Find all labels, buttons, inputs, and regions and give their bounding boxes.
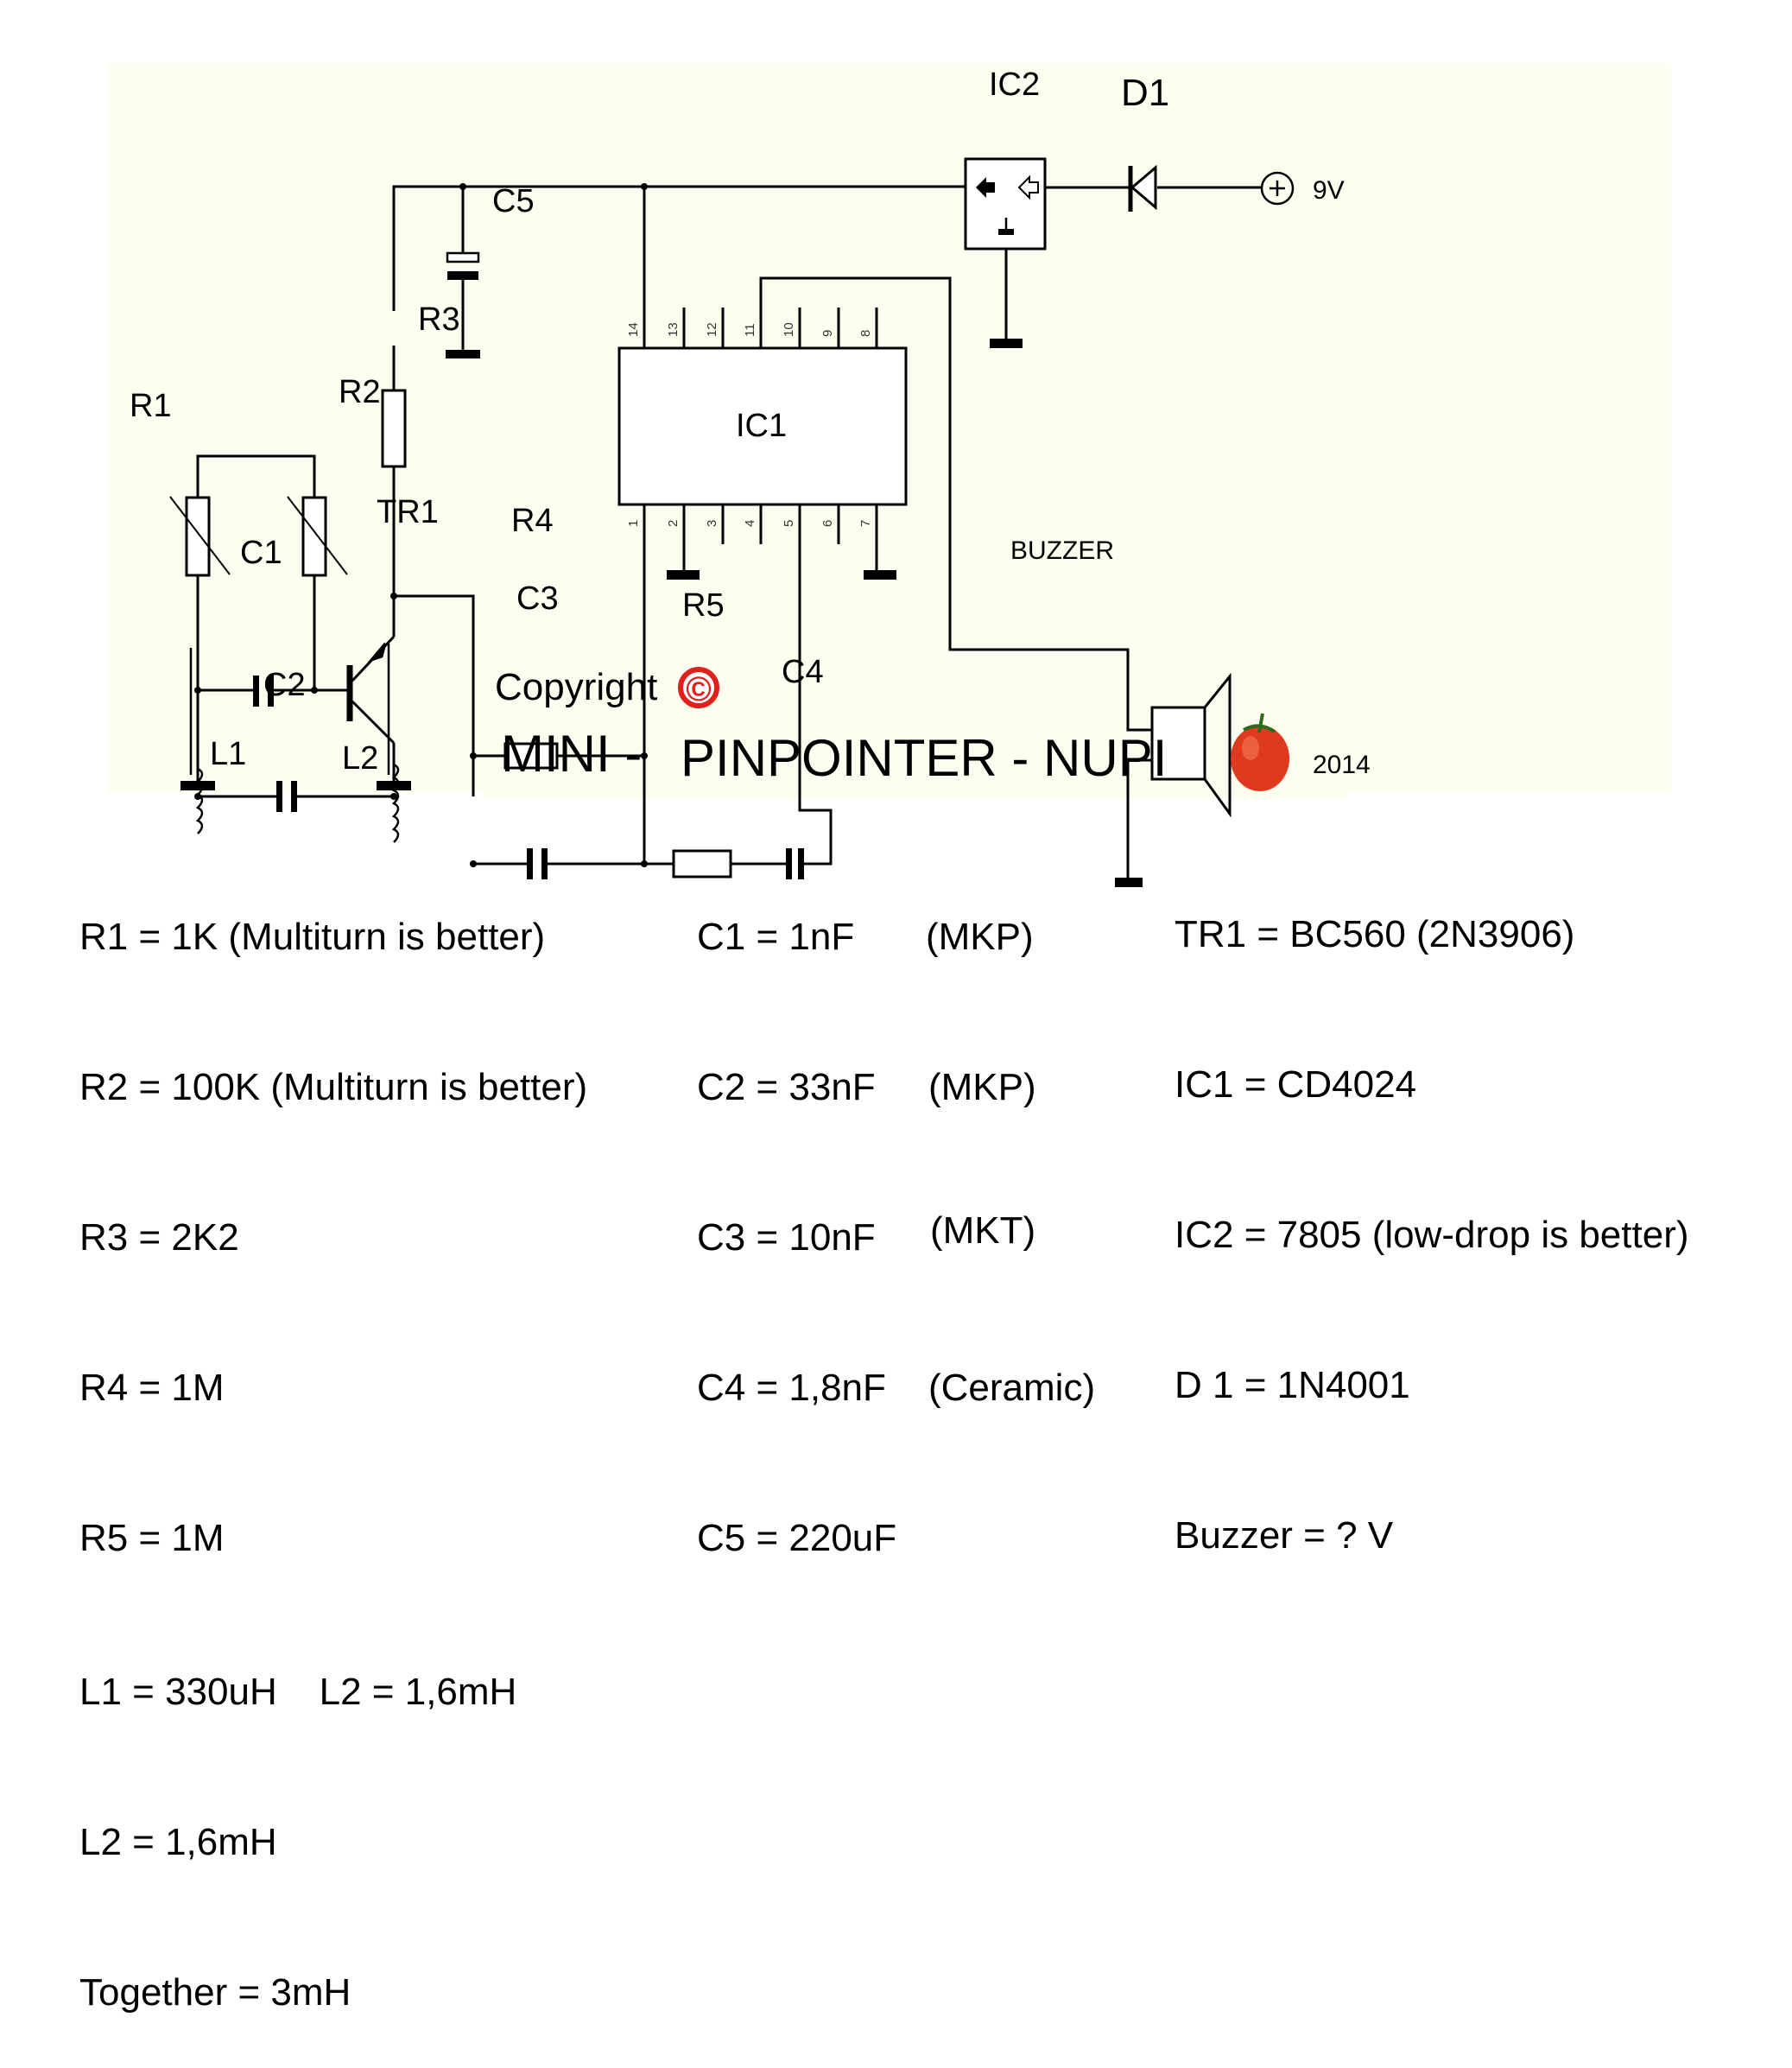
capacitor-c3 bbox=[527, 848, 548, 879]
label-r3: R3 bbox=[418, 301, 460, 338]
ic1-pin-number: 7 bbox=[858, 520, 873, 527]
label-r1: R1 bbox=[130, 388, 172, 424]
label-c4: C4 bbox=[782, 654, 824, 690]
ic1-pin-number: 11 bbox=[743, 323, 757, 337]
parts-line: C3 = 10nF(MKT) bbox=[697, 1209, 1036, 1259]
parts-line: L2 = 1,6mH bbox=[79, 1821, 277, 1863]
parts-line: C4 = 1,8nF(Ceramic) bbox=[697, 1367, 1096, 1409]
capacitor-c4 bbox=[786, 848, 804, 879]
resistor-r1 bbox=[185, 496, 211, 577]
capacitor-c2 bbox=[276, 781, 297, 812]
resistor-r4 bbox=[503, 742, 559, 770]
parts-line: Together = 3mH bbox=[79, 1971, 351, 2014]
label-c3: C3 bbox=[516, 580, 559, 617]
label-ic1: IC1 bbox=[736, 408, 787, 444]
wires bbox=[196, 185, 1263, 879]
parts-line: C1 = 1nF(MKP) bbox=[697, 916, 1034, 958]
ic1-pin-number: 1 bbox=[626, 520, 641, 527]
ground-symbols bbox=[180, 339, 1143, 887]
inductor-l2 bbox=[387, 644, 400, 843]
parts-line: R3 = 2K2 bbox=[79, 1216, 239, 1259]
schematic: 14 1 13 2 12 3 11 4 10 5 9 6 8 7 IC2 D1 9V C5 R3 R1 R… bbox=[107, 63, 1671, 887]
ic1-pins bbox=[682, 308, 878, 572]
label-ic2: IC2 bbox=[989, 67, 1040, 103]
label-l2: L2 bbox=[342, 740, 378, 777]
transistor-tr1 bbox=[346, 596, 396, 745]
parts-list-resistors: R1 = 1K (Multiturn is better) R2 = 100K … bbox=[79, 812, 587, 2068]
resistor-r3 bbox=[381, 389, 407, 468]
capacitor-c1 bbox=[253, 676, 274, 707]
capacitor-c5 bbox=[446, 251, 480, 280]
ic1-pin-number: 13 bbox=[666, 322, 681, 337]
label-c2: C2 bbox=[263, 667, 306, 703]
parts-line: C2 = 33nF(MKP) bbox=[697, 1066, 1036, 1108]
ic1-pin-number: 9 bbox=[820, 330, 835, 337]
parts-line: R5 = 1M bbox=[79, 1517, 225, 1559]
label-c1: C1 bbox=[240, 535, 282, 571]
ic1-pin-number: 10 bbox=[782, 322, 796, 337]
ic1-pin-labels: 14 1 13 2 12 3 11 4 10 5 9 6 8 7 bbox=[626, 322, 873, 527]
label-c5: C5 bbox=[492, 183, 535, 219]
title-main: PINPOINTER - NUPI bbox=[681, 729, 1167, 787]
label-r5: R5 bbox=[682, 587, 725, 624]
label-buzzer: BUZZER bbox=[1010, 536, 1114, 565]
ic1-pin-number: 4 bbox=[743, 520, 757, 527]
label-l1: L1 bbox=[210, 736, 246, 772]
resistor-r2 bbox=[301, 496, 327, 577]
parts-line: IC2 = 7805 (low-drop is better) bbox=[1175, 1214, 1689, 1256]
ic1-chip bbox=[617, 346, 908, 506]
ic1-pin-number: 2 bbox=[666, 520, 681, 527]
label-9v: 9V bbox=[1313, 176, 1345, 205]
copyright-text: Copyright bbox=[495, 666, 657, 708]
parts-line: Buzzer = ? V bbox=[1175, 1514, 1394, 1557]
parts-line: IC1 = CD4024 bbox=[1175, 1063, 1417, 1106]
label-r4: R4 bbox=[511, 503, 554, 539]
label-d1: D1 bbox=[1121, 72, 1169, 114]
label-tr1: TR1 bbox=[377, 494, 439, 530]
tomato-icon bbox=[1231, 713, 1289, 791]
resistor-r5 bbox=[672, 849, 732, 879]
svg-text:©: © bbox=[686, 670, 711, 708]
ic1-pin-number: 8 bbox=[858, 330, 873, 337]
buzzer-speaker-icon bbox=[1150, 672, 1232, 818]
parts-line: R1 = 1K (Multiturn is better) bbox=[79, 916, 546, 958]
ic1-pin-number: 3 bbox=[705, 520, 719, 527]
parts-list-semiconductors: TR1 = BC560 (2N3906) IC1 = CD4024 IC2 = … bbox=[1175, 809, 1689, 1611]
title-mini: MINI - bbox=[501, 725, 642, 783]
ic1-pin-number: 5 bbox=[782, 520, 796, 527]
regulator-ic2 bbox=[964, 157, 1047, 251]
diode-d1 bbox=[1128, 164, 1157, 212]
ic1-pin-number: 6 bbox=[820, 520, 835, 527]
title-year: 2014 bbox=[1313, 751, 1371, 779]
parts-line: D 1 = 1N4001 bbox=[1175, 1364, 1410, 1406]
parts-line: C5 = 220uF bbox=[697, 1517, 897, 1559]
parts-list-capacitors: C1 = 1nF(MKP) C2 = 33nF(MKP) C3 = 10nF(M… bbox=[697, 812, 1095, 1614]
supply-terminal-icon bbox=[1260, 171, 1295, 206]
label-r2: R2 bbox=[339, 374, 381, 410]
ic1-pin-number: 12 bbox=[705, 322, 719, 337]
parts-line: R4 = 1M bbox=[79, 1367, 225, 1409]
parts-line: R2 = 100K (Multiturn is better) bbox=[79, 1066, 588, 1108]
inductor-l1 bbox=[189, 648, 204, 834]
junction-dots bbox=[194, 183, 648, 867]
variable-resistor-arrows bbox=[169, 496, 348, 575]
ic1-pin-number: 14 bbox=[626, 322, 641, 337]
parts-line: TR1 = BC560 (2N3906) bbox=[1175, 913, 1575, 955]
copyright-icon: © bbox=[678, 667, 719, 708]
parts-line: L1 = 330uH L2 = 1,6mH bbox=[79, 1671, 517, 1713]
